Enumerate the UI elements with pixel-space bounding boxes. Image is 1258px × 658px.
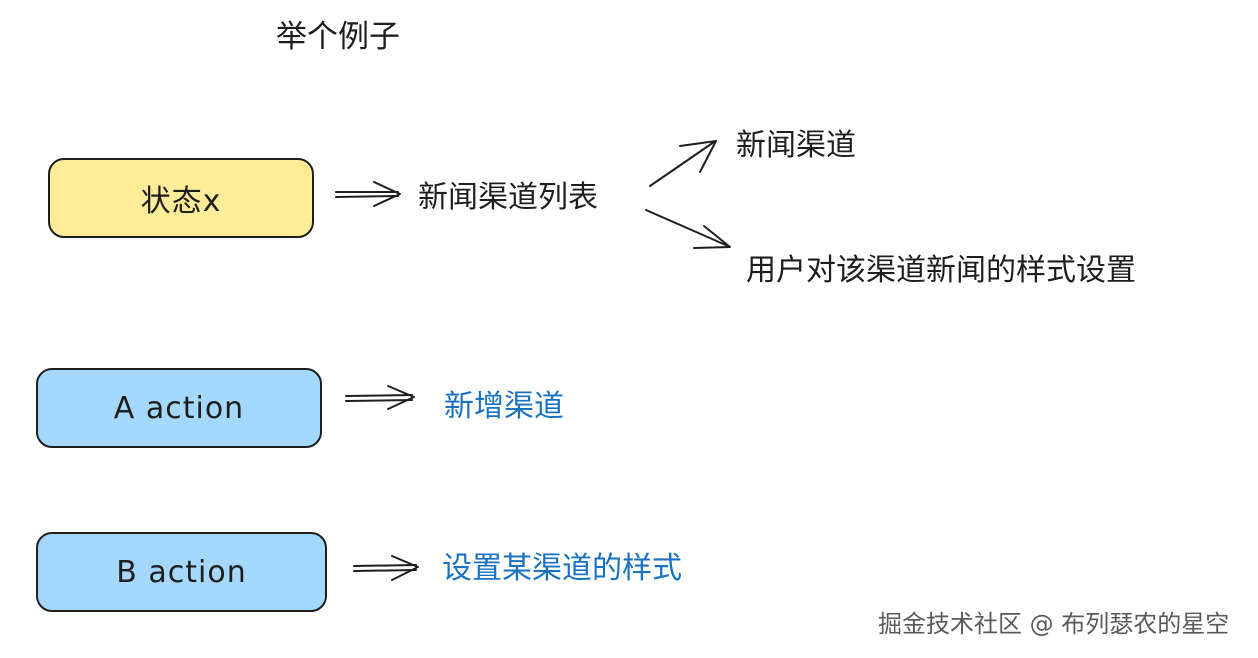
state-box: 状态x	[48, 158, 314, 238]
action-b-label: B action	[116, 554, 247, 590]
arrow-action-a	[345, 385, 415, 410]
action-a-result: 新增渠道	[444, 389, 564, 424]
watermark: 掘金技术社区 @ 布列瑟农的星空	[878, 610, 1230, 638]
arrow-state-to-list	[335, 181, 401, 207]
action-a-box: A action	[36, 368, 322, 448]
arrow-list-to-style	[645, 209, 731, 249]
channel-list-label: 新闻渠道列表	[418, 180, 598, 215]
action-a-label: A action	[113, 390, 245, 426]
state-box-label: 状态x	[140, 184, 222, 219]
action-b-box: B action	[36, 532, 327, 612]
branch-style-label: 用户对该渠道新闻的样式设置	[746, 253, 1136, 288]
diagram-title: 举个例子	[276, 19, 400, 55]
arrow-action-b	[353, 555, 419, 581]
action-b-result: 设置某渠道的样式	[442, 551, 682, 586]
arrow-list-to-channel	[649, 140, 717, 187]
branch-channel-label: 新闻渠道	[736, 128, 856, 163]
